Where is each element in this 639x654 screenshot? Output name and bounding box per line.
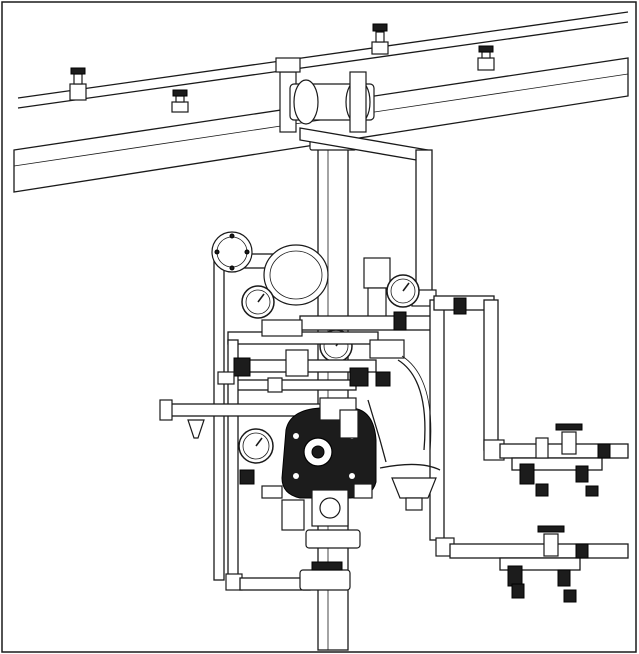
retard-chamber	[211, 231, 253, 273]
drain-pipe-left	[159, 399, 329, 439]
pressure-gauge-upper-left	[241, 285, 275, 319]
lower-left-elbow	[225, 561, 351, 591]
drain-assembly-lower-right	[435, 525, 629, 603]
overhead-branch-line	[17, 11, 629, 109]
pressure-gauge-upper-right	[386, 274, 420, 308]
alarm-line-tubing	[367, 355, 432, 463]
sprinkler-head-3	[371, 23, 389, 55]
trim-valves	[217, 297, 467, 393]
pressure-gauge-lower-left	[238, 428, 274, 464]
bypass-pipe-right	[299, 127, 437, 307]
sprinkler-head-1	[69, 67, 87, 101]
accelerator-housing	[263, 244, 329, 306]
drain-cup	[379, 463, 441, 511]
drain-assembly-upper-right	[483, 423, 629, 497]
sprinkler-head-2	[171, 89, 189, 113]
lower-trim	[239, 469, 373, 549]
sprinkler-head-4	[477, 45, 495, 71]
deluge-valve-body	[281, 397, 377, 499]
air-supply-assembly	[363, 257, 391, 319]
riser-tee-fitting	[275, 57, 375, 133]
